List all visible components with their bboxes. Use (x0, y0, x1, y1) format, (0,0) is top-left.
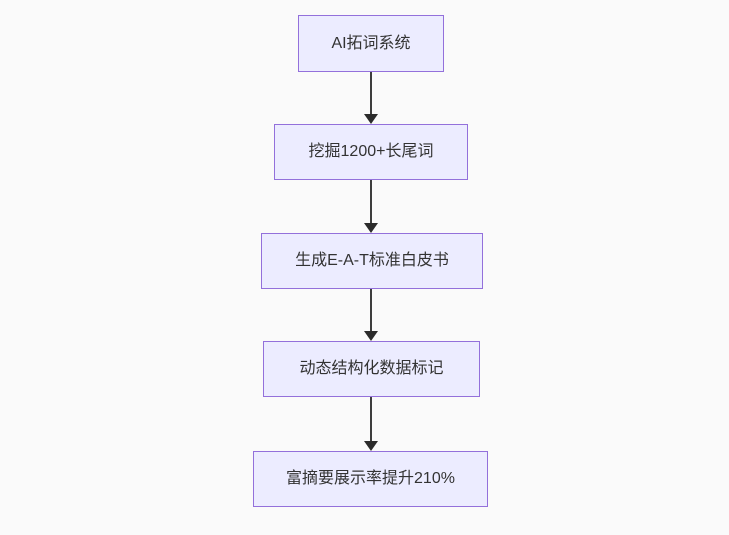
arrow-down-icon (364, 223, 378, 233)
flow-edge-1 (364, 72, 378, 124)
flow-node-ai-keyword-system: AI拓词系统 (298, 15, 444, 72)
arrow-down-icon (364, 114, 378, 124)
flow-node-eat-whitepaper: 生成E-A-T标准白皮书 (261, 233, 483, 289)
flow-edge-4 (364, 397, 378, 451)
arrow-down-icon (364, 441, 378, 451)
flow-edge-2 (364, 180, 378, 233)
flow-node-structured-data-markup: 动态结构化数据标记 (263, 341, 480, 397)
flow-node-longtail-mining: 挖掘1200+长尾词 (274, 124, 468, 180)
arrow-line (370, 72, 372, 114)
arrow-down-icon (364, 331, 378, 341)
arrow-line (370, 180, 372, 223)
flow-node-rich-snippet-uplift: 富摘要展示率提升210% (253, 451, 488, 507)
arrow-line (370, 289, 372, 331)
flow-edge-3 (364, 289, 378, 341)
arrow-line (370, 397, 372, 441)
